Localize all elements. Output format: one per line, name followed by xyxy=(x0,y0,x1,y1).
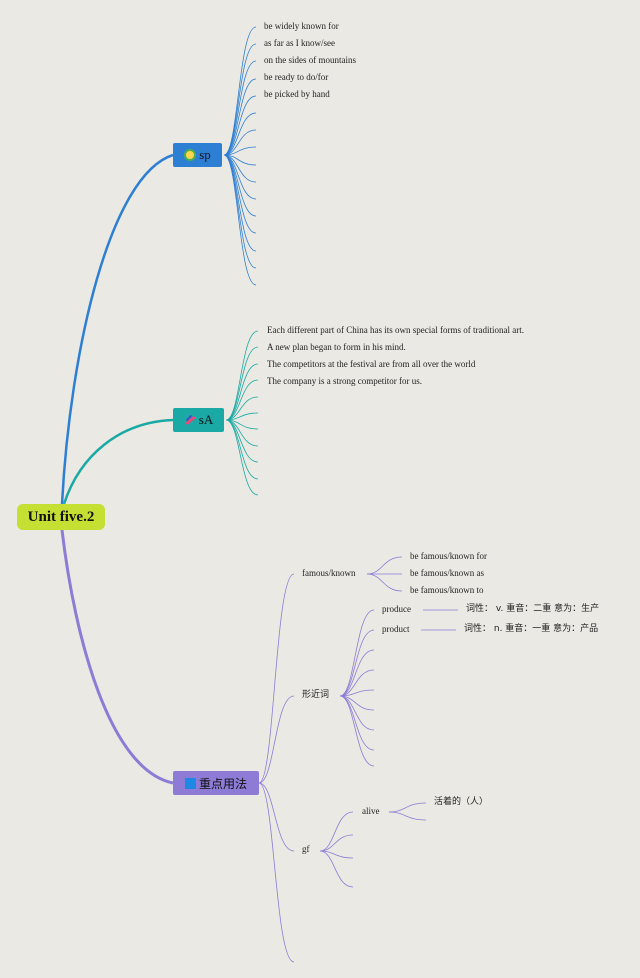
leaf-connector xyxy=(223,78,257,156)
leaf-connector xyxy=(339,649,375,697)
leaf-connector xyxy=(225,346,259,421)
sp-item[interactable]: be ready to do/for xyxy=(264,72,329,82)
branch-sp-label: sp xyxy=(199,147,211,162)
leaf-connector xyxy=(223,154,257,217)
leaf-connector xyxy=(339,695,375,731)
leaf-connector xyxy=(258,782,295,963)
connector-root-sa xyxy=(62,418,174,505)
similar-word[interactable]: product xyxy=(382,624,410,634)
branch-zd[interactable]: 重点用法 xyxy=(173,771,259,795)
leaf-connector xyxy=(225,330,259,421)
leaf-connector xyxy=(223,26,257,156)
gf-node[interactable]: gf xyxy=(302,844,310,854)
branch-sa-label: sA xyxy=(198,412,214,427)
leaf-connector xyxy=(225,419,259,463)
leaf-connector xyxy=(339,695,375,767)
leaf-connector xyxy=(366,573,403,592)
leaf-connector xyxy=(223,60,257,156)
connector-root-sp xyxy=(60,153,174,505)
sp-item[interactable]: on the sides of mountains xyxy=(264,55,356,65)
leaf-connector xyxy=(223,129,257,156)
root-title: Unit five.2 xyxy=(27,508,95,525)
similar-word-note[interactable]: 词性： v. 重音：二重 意为：生产 xyxy=(466,604,600,614)
square-icon xyxy=(184,777,196,789)
leaf-connector xyxy=(223,112,257,156)
award-icon xyxy=(184,149,197,161)
sp-item[interactable]: be widely known for xyxy=(264,21,339,31)
leaf-connector xyxy=(258,695,295,784)
leaf-connector xyxy=(258,573,295,784)
sp-item[interactable]: be picked by hand xyxy=(264,89,330,99)
leaf-connector xyxy=(319,850,354,888)
leaf-connector xyxy=(339,629,375,697)
leaf-connector xyxy=(339,669,375,697)
branch-sa[interactable]: sA xyxy=(173,408,224,432)
leaf-connector xyxy=(223,154,257,286)
leaf-connector xyxy=(223,154,257,252)
leaf-connector xyxy=(225,396,259,421)
leaf-connector xyxy=(388,802,427,813)
similar-word[interactable]: produce xyxy=(382,604,411,614)
leaf-connector xyxy=(225,379,259,421)
sa-leaf-connectors xyxy=(225,330,259,496)
leaf-connector xyxy=(223,43,257,156)
leaf-connector xyxy=(388,811,427,821)
leaf-connector xyxy=(339,609,375,697)
similar-words-node[interactable]: 形近词 xyxy=(302,690,330,700)
gf-word[interactable]: alive xyxy=(362,806,380,816)
famous-item[interactable]: be famous/known for xyxy=(410,551,487,561)
connector-root-zd xyxy=(60,529,174,785)
leaf-connector xyxy=(319,850,354,859)
sp-leaf-connectors xyxy=(223,26,257,286)
pencil-icon xyxy=(184,414,196,426)
branch-sp[interactable]: sp xyxy=(173,143,222,167)
sa-item[interactable]: The competitors at the festival are from… xyxy=(267,359,476,369)
leaf-connector xyxy=(225,363,259,421)
leaf-connector xyxy=(223,95,257,156)
similar-word-note[interactable]: 词性： n. 重音：一重 意为：产品 xyxy=(464,624,599,634)
sa-item[interactable]: The company is a strong competitor for u… xyxy=(267,376,422,386)
leaf-connector xyxy=(223,146,257,156)
famous-item[interactable]: be famous/known to xyxy=(410,585,484,595)
branch-zd-label: 重点用法 xyxy=(198,776,247,791)
root-node[interactable]: Unit five.2 xyxy=(17,504,105,530)
gf-word-note[interactable]: 活着的（人） xyxy=(434,797,489,807)
leaf-connector xyxy=(366,556,403,575)
sa-item[interactable]: Each different part of China has its own… xyxy=(267,325,525,335)
sp-item[interactable]: as far as I know/see xyxy=(264,38,335,48)
leaf-connector xyxy=(225,412,259,421)
famous-item[interactable]: be famous/known as xyxy=(410,568,484,578)
leaf-connector xyxy=(319,811,354,852)
leaf-connector xyxy=(339,689,375,697)
leaf-connector xyxy=(319,834,354,852)
leaf-connector xyxy=(258,782,295,852)
famous-known-node[interactable]: famous/known xyxy=(302,568,356,578)
sa-item[interactable]: A new plan began to form in his mind. xyxy=(267,342,406,352)
leaf-connector xyxy=(225,419,259,496)
zd-connectors xyxy=(258,556,458,963)
